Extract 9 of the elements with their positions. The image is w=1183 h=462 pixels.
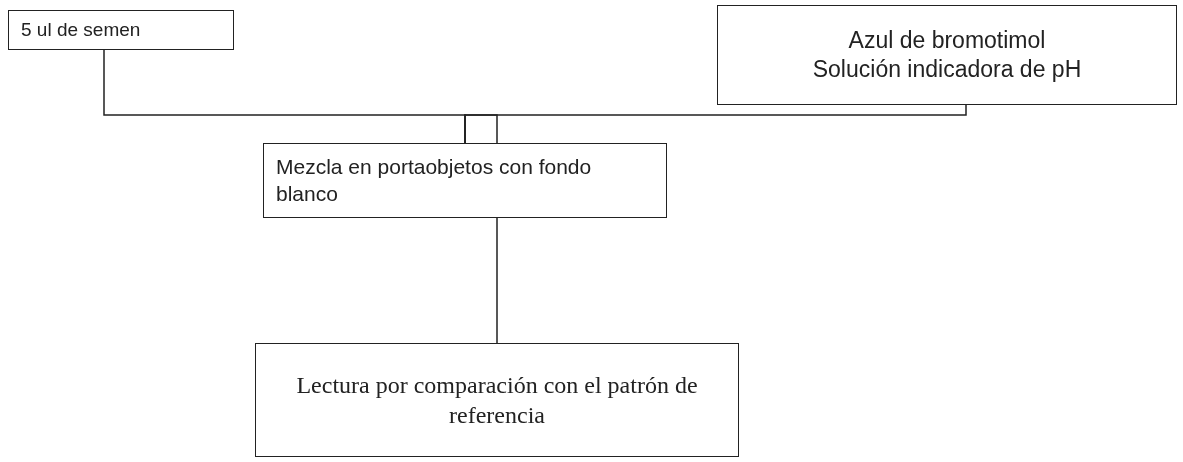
process-box xyxy=(255,343,739,457)
process-box xyxy=(263,143,667,218)
box-text: Azul de bromotimol xyxy=(848,26,1046,55)
box-text: Solución indicadora de pH xyxy=(812,55,1082,84)
process-box xyxy=(717,5,1177,105)
box-text: 5 ul de semen xyxy=(21,18,141,42)
box-text: Lectura por comparación con el patrón de referencia xyxy=(295,371,699,430)
box-text: Mezcla en portaobjetos con fondo blanco xyxy=(276,154,593,207)
process-box xyxy=(8,10,234,50)
